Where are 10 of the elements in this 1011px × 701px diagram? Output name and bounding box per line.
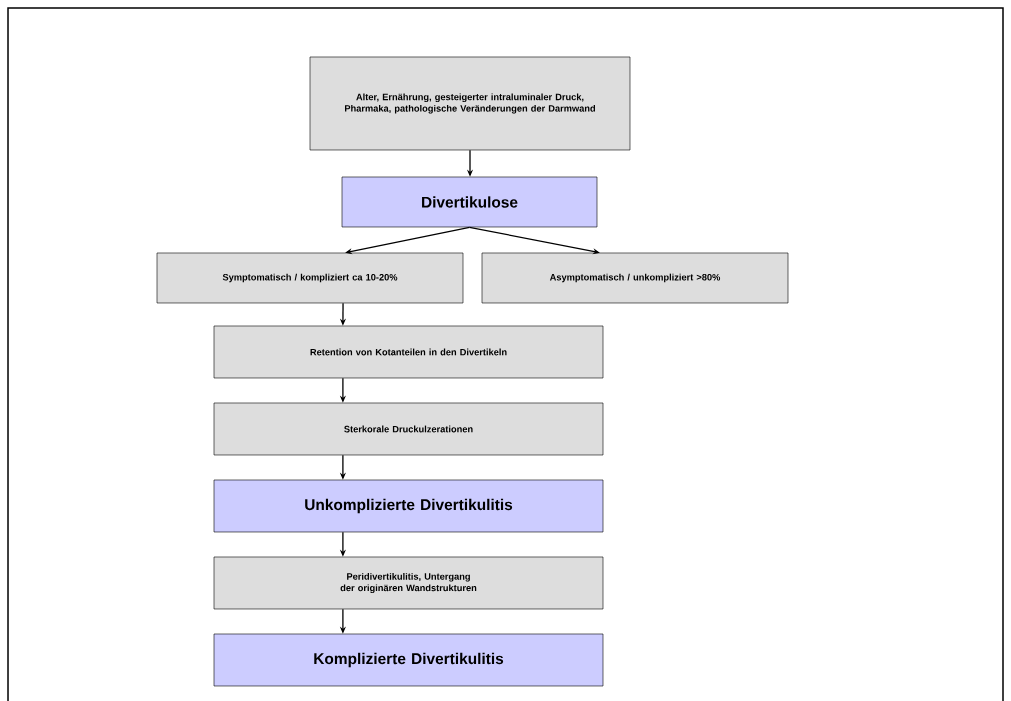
process-box: Peridivertikulitis, Untergang der originären Wandstrukturen [213,556,604,610]
stage-box: Komplizierte Divertikulitis [213,633,604,687]
arrow [345,226,471,255]
stage-box: Unkomplizierte Divertikulitis [213,479,604,533]
process-box: Retention von Kotanteilen in den Divertikeln [213,325,604,379]
process-box: Asymptomatisch / unkompliziert >80% [481,252,789,304]
process-box: Sterkorale Druckulzerationen [213,402,604,456]
process-box: Symptomatisch / kompliziert ca 10-20% [156,252,464,304]
cause-box: Alter, Ernährung, gesteigerter intraluminaler Druck, Pharmaka, pathologische Veränderungen der Darmwand [309,56,631,151]
stage-box: Divertikulose [341,176,598,228]
